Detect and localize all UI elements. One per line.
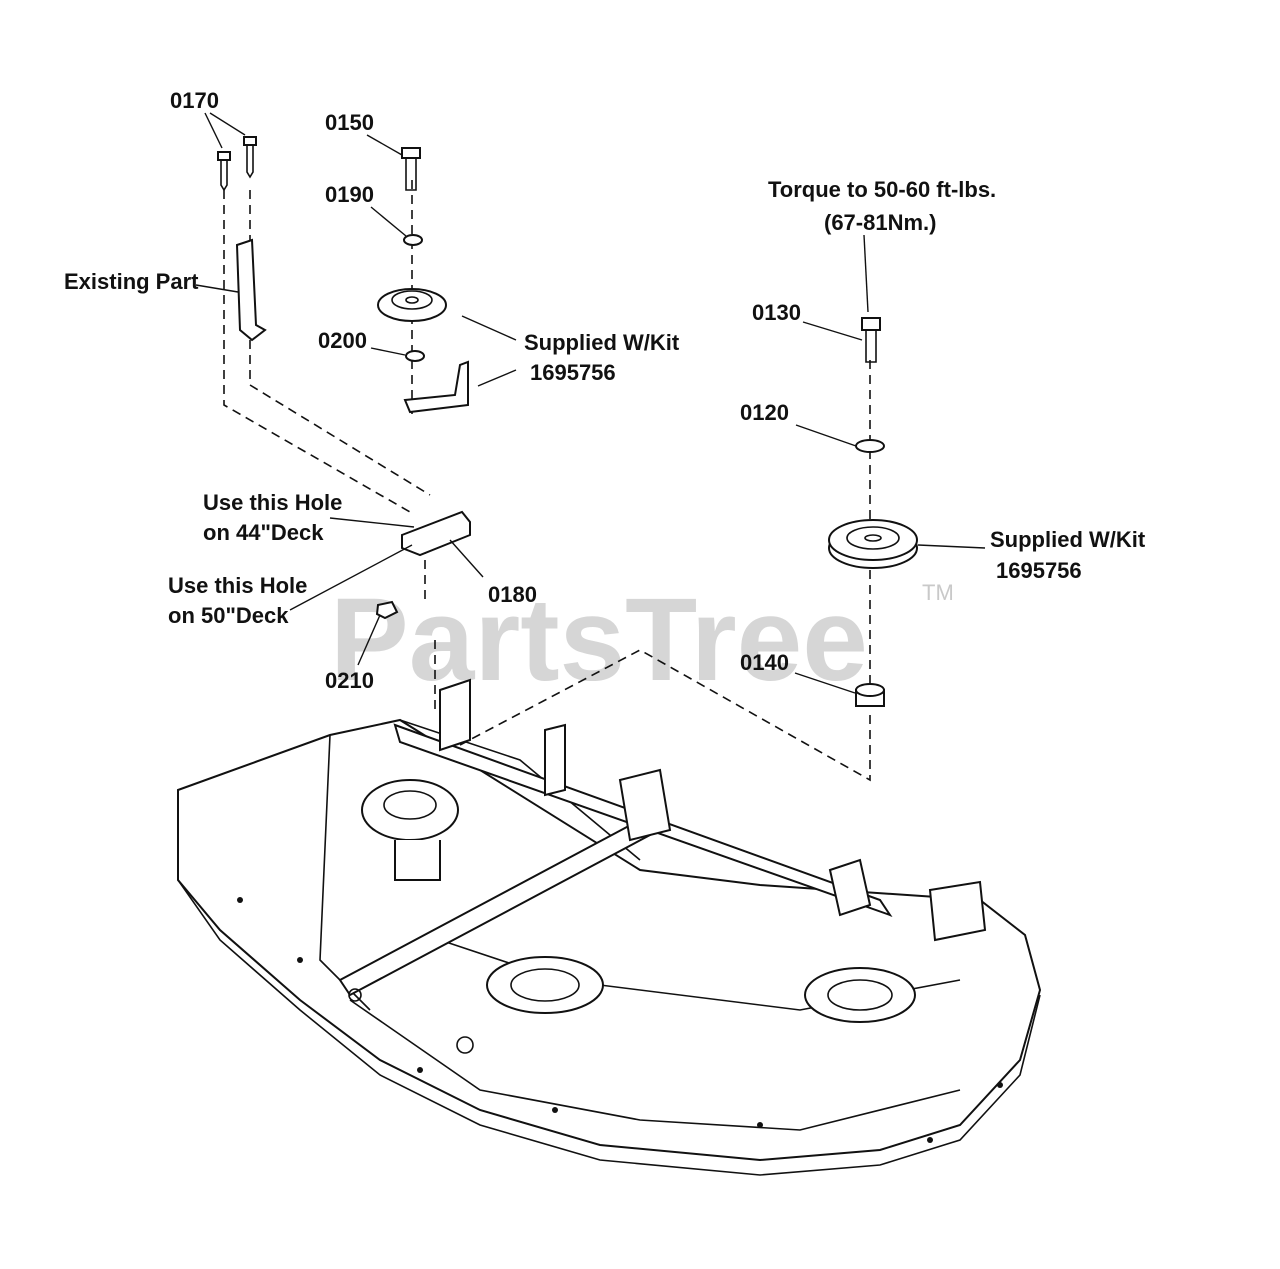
part-0140-spacer: [855, 683, 885, 707]
existing-part-bracket: [235, 238, 267, 342]
note-hole50-line1: Use this Hole: [168, 573, 307, 598]
note-supplied-kit-2-line2: 1695756: [996, 558, 1082, 583]
callout-0130: 0130: [752, 300, 801, 325]
callout-0190: 0190: [325, 182, 374, 207]
note-hole44-line2: on 44"Deck: [203, 520, 324, 545]
callout-0180: 0180: [488, 582, 537, 607]
note-supplied-kit-2-line1: Supplied W/Kit: [990, 527, 1146, 552]
callout-0140: 0140: [740, 650, 789, 675]
part-0210-nut: [375, 600, 399, 620]
part-0130-bolt: [861, 317, 881, 363]
callout-0170: 0170: [170, 88, 219, 113]
part-0200-washer: [405, 350, 425, 362]
note-torque-line1: Torque to 50-60 ft-lbs.: [768, 177, 996, 202]
part-0180-plate: [401, 510, 471, 557]
mower-deck: [177, 678, 1042, 1176]
idler-pulley-1: [377, 288, 447, 322]
part-0170-screws: [217, 136, 257, 192]
watermark-text: PartsTree: [330, 574, 868, 706]
callout-0120: 0120: [740, 400, 789, 425]
watermark-trademark: TM: [922, 580, 954, 605]
idler-bracket: [403, 360, 469, 414]
callout-0150: 0150: [325, 110, 374, 135]
note-supplied-kit-1-line2: 1695756: [530, 360, 616, 385]
note-hole44-line1: Use this Hole: [203, 490, 342, 515]
note-torque-line2: (67-81Nm.): [824, 210, 936, 235]
part-0190-washer: [403, 234, 423, 246]
note-supplied-kit-1-line1: Supplied W/Kit: [524, 330, 680, 355]
idler-pulley-2: [828, 519, 918, 569]
part-0150-bolt: [401, 147, 421, 191]
callout-0210: 0210: [325, 668, 374, 693]
part-0120-washer: [855, 439, 885, 453]
callout-0200: 0200: [318, 328, 367, 353]
note-hole50-line2: on 50"Deck: [168, 603, 289, 628]
note-existing-part: Existing Part: [64, 269, 199, 294]
